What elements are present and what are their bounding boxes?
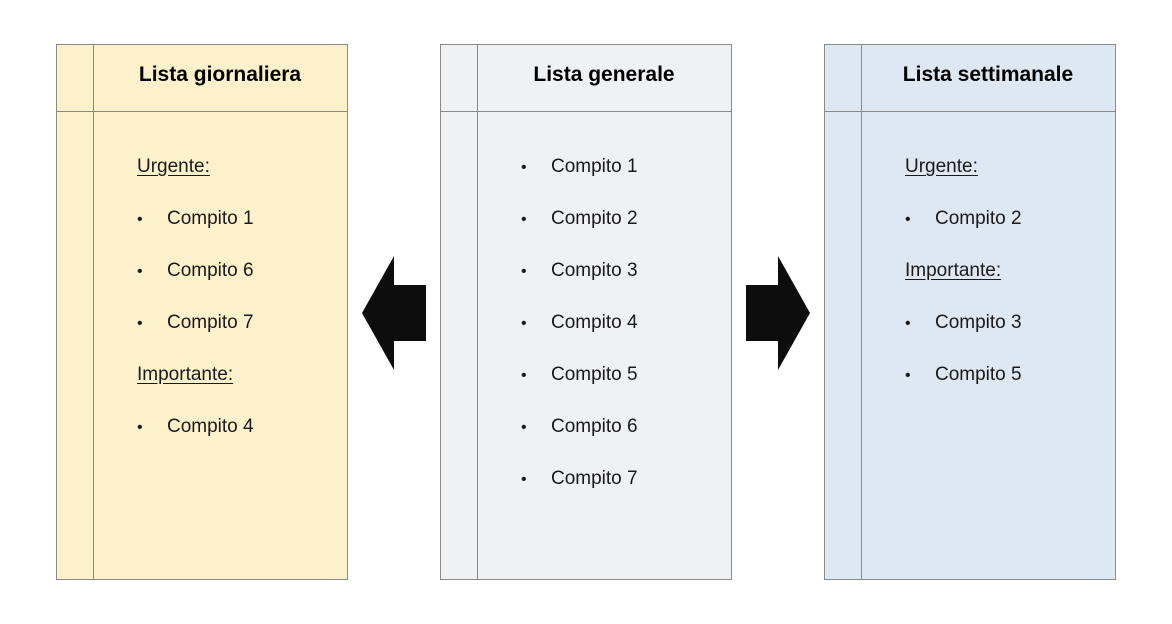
list-item-label: Compito 2 xyxy=(935,208,1022,229)
bullet-icon: • xyxy=(521,367,527,384)
list-item-label: Compito 4 xyxy=(551,312,638,333)
header-divider xyxy=(825,111,1115,112)
general-list-content: • Compito 1 • Compito 2 • Compito 3 • Compit… xyxy=(521,141,723,505)
list-item: • Compito 1 xyxy=(137,193,339,245)
bullet-icon: • xyxy=(521,263,527,280)
daily-important-heading: Importante: xyxy=(137,364,234,385)
list-item: • Compito 6 xyxy=(137,245,339,297)
margin-line xyxy=(93,45,94,579)
list-item-label: Compito 5 xyxy=(551,364,638,385)
list-item: • Compito 5 xyxy=(905,349,1107,401)
list-item-label: Compito 7 xyxy=(167,312,254,333)
list-item: • Compito 7 xyxy=(137,297,339,349)
daily-list-title: Lista giornaliera xyxy=(138,63,302,86)
weekly-urgent-heading: Urgente: xyxy=(905,156,978,177)
list-item-label: Compito 6 xyxy=(167,260,254,281)
list-item-label: Compito 2 xyxy=(551,208,638,229)
list-item: • Compito 7 xyxy=(521,453,723,505)
bullet-icon: • xyxy=(905,367,911,384)
general-list-card: Lista generale • Compito 1 • Compito 2 • Co… xyxy=(440,44,732,580)
list-item: • Compito 1 xyxy=(521,141,723,193)
list-item-label: Compito 3 xyxy=(935,312,1022,333)
daily-list-card: Lista giornaliera Urgente: • Compito 1 • C… xyxy=(56,44,348,580)
list-item: • Compito 2 xyxy=(521,193,723,245)
bullet-icon: • xyxy=(137,315,143,332)
bullet-icon: • xyxy=(137,211,143,228)
arrow-right-icon xyxy=(746,256,810,370)
bullet-icon: • xyxy=(521,159,527,176)
list-item: • Compito 6 xyxy=(521,401,723,453)
list-item: • Compito 2 xyxy=(905,193,1107,245)
list-item-label: Compito 1 xyxy=(551,156,638,177)
bullet-icon: • xyxy=(137,419,143,436)
list-item-label: Compito 6 xyxy=(551,416,638,437)
bullet-icon: • xyxy=(521,419,527,436)
daily-urgent-heading: Urgente: xyxy=(137,156,210,177)
list-item: • Compito 5 xyxy=(521,349,723,401)
weekly-list-card: Lista settimanale Urgente: • Compito 2 Im… xyxy=(824,44,1116,580)
list-item: • Compito 3 xyxy=(905,297,1107,349)
weekly-list-content: Urgente: • Compito 2 Importante: • Compito… xyxy=(905,141,1107,401)
list-item-label: Compito 5 xyxy=(935,364,1022,385)
bullet-icon: • xyxy=(905,315,911,332)
header-divider xyxy=(441,111,731,112)
list-item-label: Compito 3 xyxy=(551,260,638,281)
list-item-label: Compito 1 xyxy=(167,208,254,229)
margin-line xyxy=(861,45,862,579)
list-item: • Compito 4 xyxy=(521,297,723,349)
bullet-icon: • xyxy=(521,471,527,488)
bullet-icon: • xyxy=(905,211,911,228)
bullet-icon: • xyxy=(137,263,143,280)
daily-list-content: Urgente: • Compito 1 • Compito 6 • Compito … xyxy=(137,141,339,453)
bullet-icon: • xyxy=(521,315,527,332)
weekly-list-title: Lista settimanale xyxy=(902,63,1074,86)
general-list-title: Lista generale xyxy=(533,63,675,86)
arrow-left-icon xyxy=(362,256,426,370)
bullet-icon: • xyxy=(521,211,527,228)
list-item-label: Compito 4 xyxy=(167,416,254,437)
list-item-label: Compito 7 xyxy=(551,468,638,489)
list-item: • Compito 4 xyxy=(137,401,339,453)
weekly-important-heading: Importante: xyxy=(905,260,1002,281)
margin-line xyxy=(477,45,478,579)
header-divider xyxy=(57,111,347,112)
list-item: • Compito 3 xyxy=(521,245,723,297)
